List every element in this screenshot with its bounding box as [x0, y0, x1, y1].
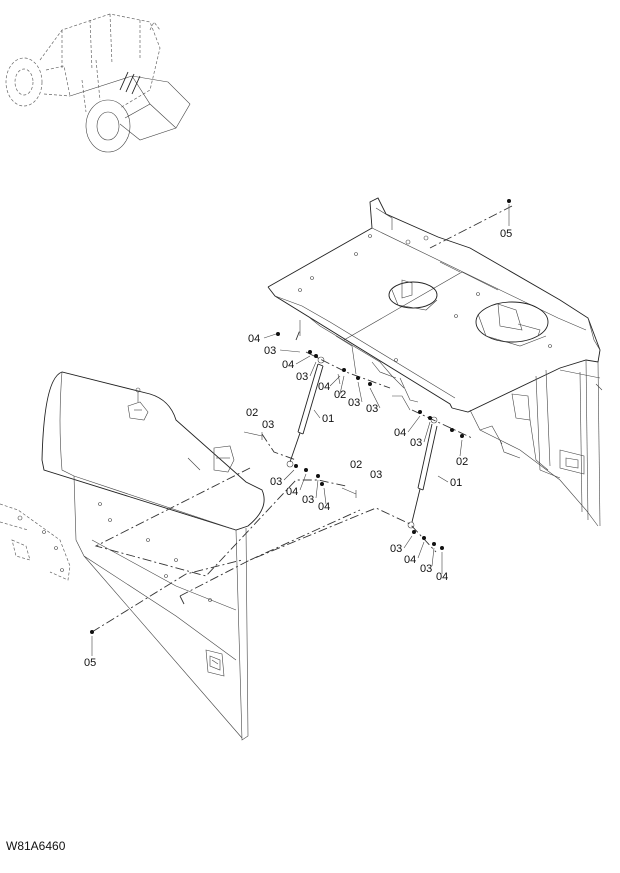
callout-label: 05 [84, 657, 96, 669]
callout-label: 03 [296, 371, 308, 383]
lower-frame [0, 503, 71, 581]
callout-label: 05 [500, 228, 512, 240]
callout-label: 04 [394, 427, 406, 439]
gas-spring-right [407, 416, 438, 529]
callout-label: 03 [302, 494, 314, 506]
callout-label: 04 [318, 501, 330, 513]
callout-label: 03 [366, 403, 378, 415]
callout-label: 03 [270, 476, 282, 488]
assembly-lines [91, 205, 513, 633]
callout-label: 02 [350, 459, 362, 471]
callout-label: 04 [286, 486, 298, 498]
callout-label: 03 [264, 345, 276, 357]
callout-label: 01 [450, 477, 462, 489]
upper-body-panel [267, 197, 603, 527]
gas-spring-left [286, 356, 325, 468]
drawing-code: W81A6460 [6, 839, 66, 853]
callout-label: 04 [404, 554, 416, 566]
callout-label: 03 [262, 419, 274, 431]
machine-locator-thumbnail [5, 13, 191, 153]
callout-label: 01 [322, 413, 334, 425]
callout-label: 03 [348, 397, 360, 409]
callout-label: 03 [370, 469, 382, 481]
callout-label: 03 [390, 543, 402, 555]
leader-lines [91, 204, 510, 656]
callout-label: 02 [246, 407, 258, 419]
callout-label: 04 [436, 571, 448, 583]
callout-label: 02 [456, 456, 468, 468]
callout-label: 04 [282, 359, 294, 371]
side-panel [41, 371, 265, 741]
callout-label: 03 [420, 563, 432, 575]
fasteners [90, 199, 511, 634]
callout-label: 02 [334, 389, 346, 401]
callout-label: 04 [248, 333, 260, 345]
callout-labels: 05 04 03 04 03 02 04 03 01 02 03 04 03 0… [84, 228, 512, 669]
callout-label: 03 [410, 437, 422, 449]
callout-label: 04 [318, 381, 330, 393]
